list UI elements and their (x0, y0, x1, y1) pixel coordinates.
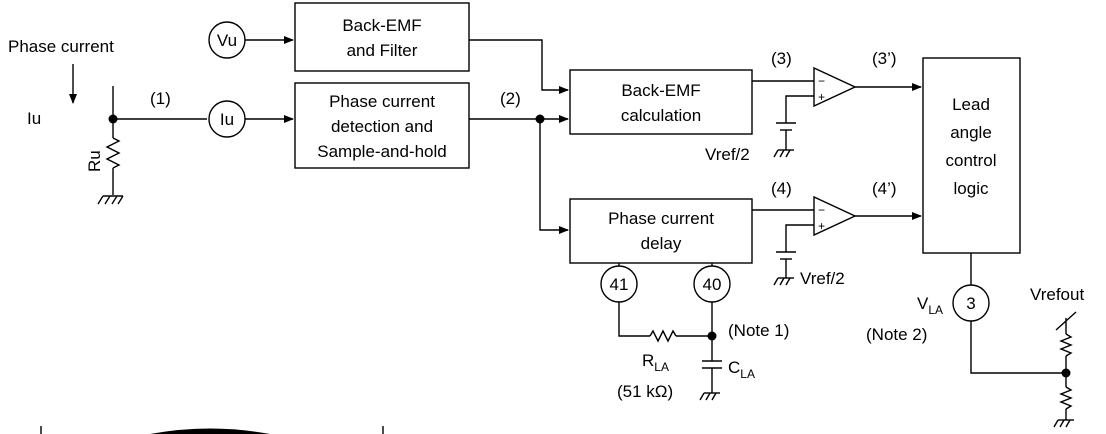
pin3-to-divider-wire (970, 321, 1066, 374)
comparator-1-plus: + (818, 90, 825, 104)
ru-ground-hatch-3 (111, 195, 118, 205)
artifact-arc (150, 428, 270, 434)
node-2-to-delay-wire (539, 119, 569, 234)
comparator-2 (813, 195, 857, 237)
divider-junction-dot (1061, 368, 1071, 378)
ru-ground-hatch-4 (117, 195, 124, 205)
lead-angle-line2: angle (950, 123, 992, 142)
vrefout-label: Vrefout (1030, 285, 1084, 304)
bemf-calc-block (569, 69, 753, 135)
comparator-2-minus: − (818, 203, 825, 217)
rla-resistor (649, 329, 677, 343)
divider-lower-resistor (1059, 386, 1073, 410)
cla-label: CLA (728, 358, 755, 381)
vu-terminal-label: Vu (217, 31, 237, 50)
lead-angle-line4: logic (954, 179, 989, 198)
bemf-filter-line1: Back-EMF (342, 16, 421, 35)
rla-value-label: (51 kΩ) (617, 382, 673, 401)
phase-detect-block (294, 82, 470, 169)
comparator-2-plus: + (818, 219, 825, 233)
divider-ground-hatch-3 (1065, 419, 1071, 428)
vref-top-ground-hatch-2 (779, 149, 785, 158)
phase-delay-block (569, 198, 753, 264)
node-3-label: (3) (771, 49, 792, 68)
pin-3-label: 3 (966, 294, 975, 313)
pin-41-label: 41 (610, 275, 629, 294)
rla-label: RLA (642, 351, 669, 374)
vla-label: VLA (917, 294, 943, 317)
cla-ground-hatch-2 (705, 392, 711, 401)
bemf-filter-block (294, 2, 470, 72)
vref-bot-ground-hatch-1 (773, 277, 779, 286)
note1-label: (Note 1) (728, 321, 789, 340)
node-2-label: (2) (500, 89, 521, 108)
divider-ground-hatch-1 (1053, 419, 1059, 428)
ru-label: Ru (85, 150, 104, 172)
vref-bot-ground-hatch-2 (779, 277, 785, 286)
node-1-label: (1) (150, 89, 171, 108)
lead-angle-block (922, 57, 1021, 254)
cla-ground-hatch-1 (699, 392, 705, 401)
phase-delay-line2: delay (641, 234, 682, 253)
iu-label: Iu (27, 109, 41, 128)
bemf-calc-line2: calculation (621, 106, 701, 125)
comparator-1-minus: − (818, 74, 825, 88)
bemf-filter-line2: and Filter (347, 41, 418, 60)
ru-ground-hatch-1 (97, 195, 104, 205)
lead-angle-line1: Lead (952, 95, 990, 114)
ru-ground-hatch-2 (104, 195, 111, 205)
phase-current-label: Phase current (8, 37, 114, 56)
divider-upper-resistor (1059, 333, 1073, 357)
ru-resistor (105, 137, 121, 169)
comp2-ref-wire (785, 224, 814, 252)
vref-top-ground-hatch-1 (773, 149, 779, 158)
vref-bot-ground-hatch-3 (785, 277, 791, 286)
phase-detect-line2: detection and (331, 117, 433, 136)
node-4p-label: (4’) (872, 179, 897, 198)
phase-detect-line1: Phase current (329, 92, 435, 111)
divider-ground-hatch-2 (1059, 419, 1065, 428)
node-4-label: (4) (771, 179, 792, 198)
vref-top-ground-hatch-3 (785, 149, 791, 158)
node-3p-label: (3’) (872, 49, 897, 68)
phase-delay-line1: Phase current (608, 209, 714, 228)
vref-bot-label: Vref/2 (800, 269, 845, 288)
iu-terminal-label: Iu (220, 110, 234, 129)
comparator-1 (813, 66, 857, 108)
lead-angle-line3: control (945, 151, 996, 170)
pin41-to-rla-wire (618, 302, 650, 337)
pin-40-label: 40 (703, 275, 722, 294)
phase-detect-line3: Sample-and-hold (317, 142, 446, 161)
note2-label: (Note 2) (866, 325, 927, 344)
filter-to-calc-wire (469, 39, 569, 94)
bemf-calc-line1: Back-EMF (621, 81, 700, 100)
cla-ground-hatch-3 (711, 392, 717, 401)
vref-top-label: Vref/2 (705, 145, 750, 164)
comp1-ref-wire (785, 95, 814, 123)
